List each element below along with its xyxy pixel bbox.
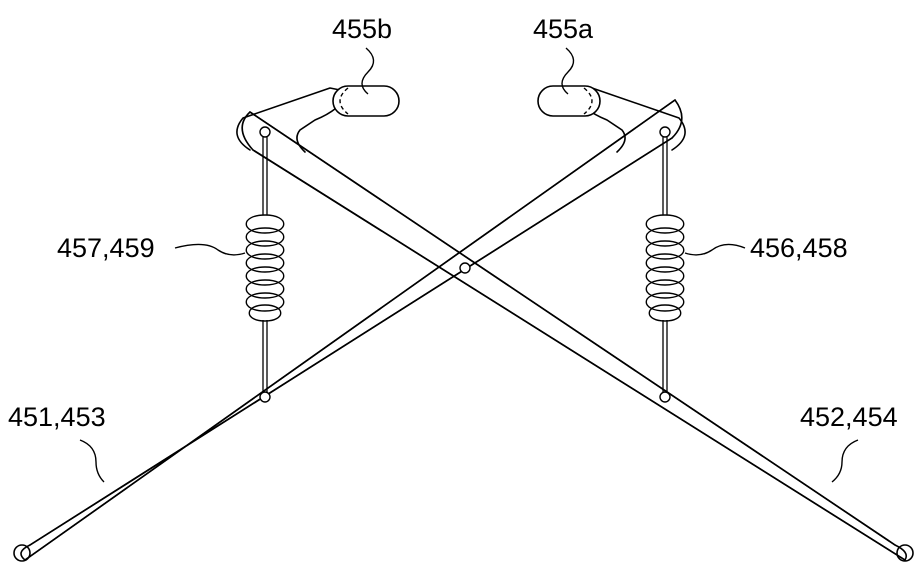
label-455a: 455a <box>533 14 594 44</box>
arm-left-end <box>13 544 31 562</box>
label-452-454: 452,454 <box>800 402 898 432</box>
spring-pin-left-bottom <box>259 391 271 403</box>
spring-right <box>645 137 685 392</box>
spring-left <box>245 137 285 392</box>
leader-456-458 <box>684 243 746 256</box>
label-457-459: 457,459 <box>57 233 155 263</box>
label-456-458: 456,458 <box>750 233 848 263</box>
leader-455b <box>361 47 375 95</box>
label-455b: 455b <box>332 14 392 44</box>
spring-pin-left-top <box>259 126 271 138</box>
pad-455b <box>332 85 400 117</box>
leader-452-454 <box>831 439 859 483</box>
hook-right <box>537 85 686 153</box>
leader-457-459 <box>174 243 246 256</box>
leader-451-453 <box>79 439 105 483</box>
leader-455a <box>561 47 575 95</box>
arm-451-453 <box>20 99 683 561</box>
label-451-453: 451,453 <box>8 402 106 432</box>
arm-right-end <box>896 544 914 562</box>
spring-pin-right-top <box>659 126 671 138</box>
pivot-pin <box>459 262 471 274</box>
pad-455a <box>537 85 601 117</box>
hook-left <box>236 85 400 153</box>
crossing-lines <box>13 99 914 562</box>
spring-pin-right-bottom <box>659 391 671 403</box>
